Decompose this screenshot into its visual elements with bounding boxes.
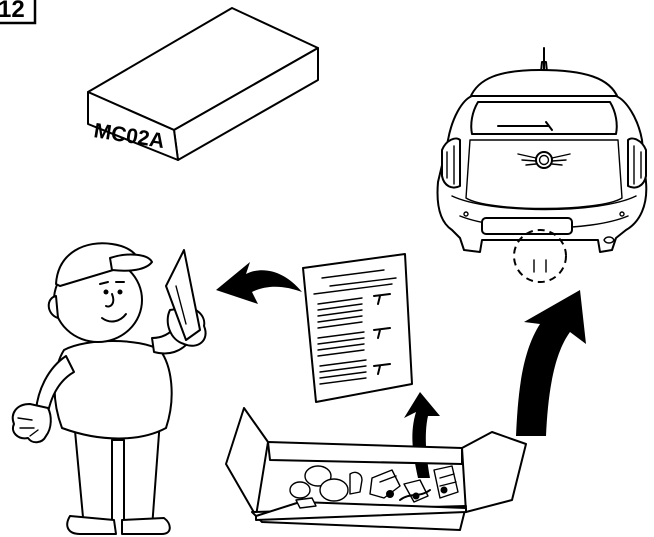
arrow-to-sheet: [404, 392, 440, 478]
instruction-sheet: [302, 253, 413, 403]
kit-box: [225, 407, 527, 531]
mechanic-figure: [11, 242, 207, 535]
arrow-to-car: [516, 290, 586, 436]
step-number-box: 12: [0, 0, 37, 25]
car-rear-view: [436, 47, 648, 283]
part-box: MC02A: [87, 7, 319, 161]
step-number: 12: [0, 0, 25, 23]
arrow-to-mechanic: [216, 262, 302, 304]
